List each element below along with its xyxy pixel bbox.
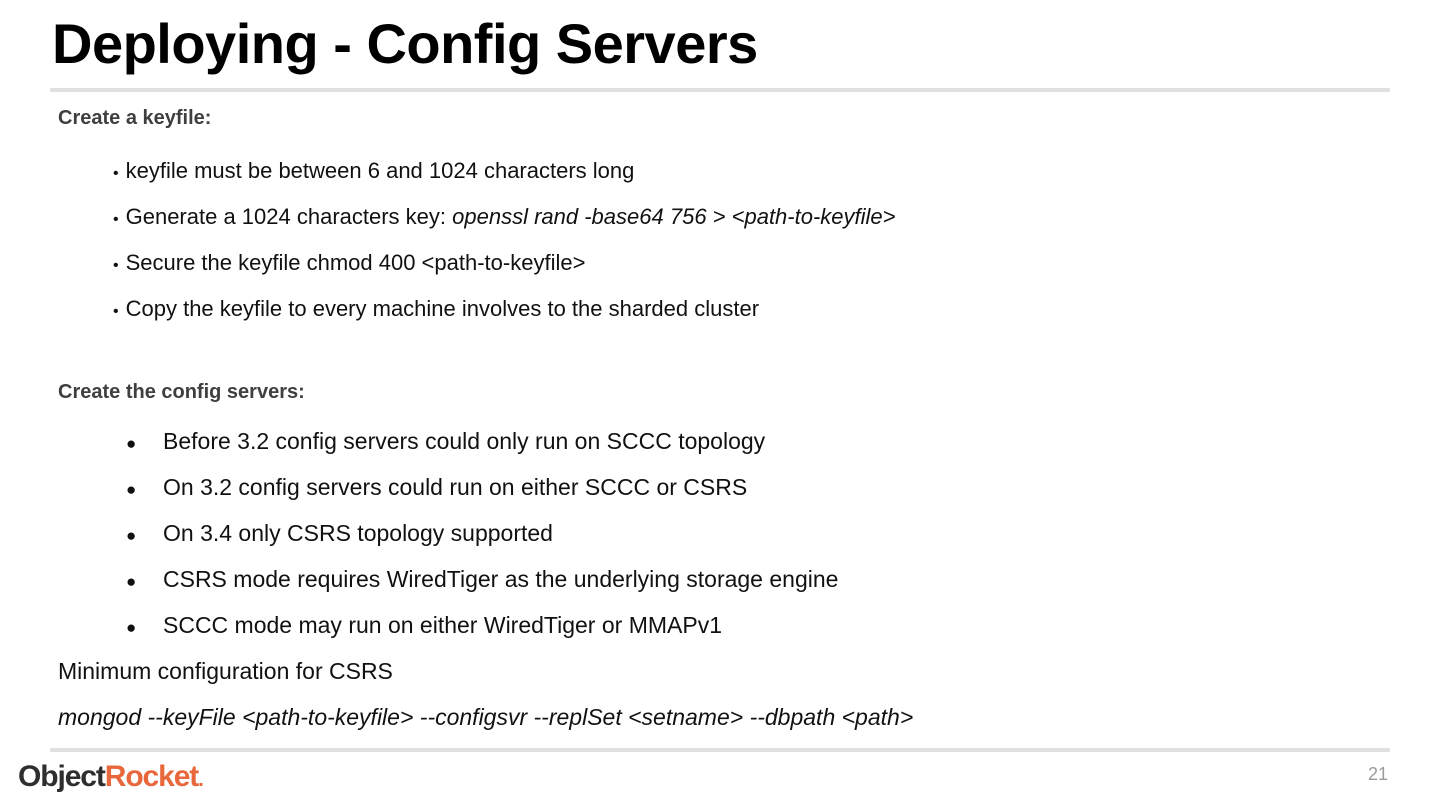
bullet-dot-icon: ● xyxy=(126,480,137,499)
section-spacer xyxy=(0,332,1440,378)
minimum-configuration-line: Minimum configuration for CSRS xyxy=(58,658,393,684)
list-item: • Copy the keyfile to every machine invo… xyxy=(0,286,1440,332)
bullet-dot-icon: ● xyxy=(126,618,137,637)
bullet-dot-icon: ● xyxy=(126,572,137,591)
section-heading-keyfile: Create a keyfile: xyxy=(58,107,212,129)
list-item-code: openssl rand -base64 756 > <path-to-keyf… xyxy=(452,204,896,229)
logo-text-object: Object xyxy=(18,760,106,793)
list-item: • keyfile must be between 6 and 1024 cha… xyxy=(0,148,1440,194)
list-item: ● On 3.2 config servers could run on eit… xyxy=(0,464,1440,510)
bullet-dot-icon: • xyxy=(113,303,119,320)
slide-content: Create a keyfile: • keyfile must be betw… xyxy=(0,104,1440,740)
list-item-text: CSRS mode requires WiredTiger as the und… xyxy=(163,566,839,592)
list-item: ● SCCC mode may run on either WiredTiger… xyxy=(0,602,1440,648)
mongod-command-line: mongod --keyFile <path-to-keyfile> --con… xyxy=(58,704,914,730)
list-item-text: Secure the keyfile chmod 400 <path-to-ke… xyxy=(125,250,586,275)
logo-dot-icon: . xyxy=(198,769,204,791)
logo-text-rocket: Rocket xyxy=(104,760,200,793)
objectrocket-logo: ObjectRocket. xyxy=(18,760,204,797)
list-item: ● Before 3.2 config servers could only r… xyxy=(0,418,1440,464)
list-item-text: Before 3.2 config servers could only run… xyxy=(163,428,766,454)
list-item-text: SCCC mode may run on either WiredTiger o… xyxy=(163,612,722,638)
list-item: ● CSRS mode requires WiredTiger as the u… xyxy=(0,556,1440,602)
section-heading-config-servers: Create the config servers: xyxy=(58,381,305,403)
list-item-text: keyfile must be between 6 and 1024 chara… xyxy=(125,158,635,183)
list-item-text: On 3.4 only CSRS topology supported xyxy=(163,520,553,546)
list-item-text: Generate a 1024 characters key: xyxy=(125,204,453,229)
title-divider xyxy=(50,88,1390,92)
page-number: 21 xyxy=(1367,764,1388,784)
bullet-dot-icon: ● xyxy=(126,434,137,453)
bullet-dot-icon: • xyxy=(113,165,119,182)
page-title: Deploying - Config Servers xyxy=(52,12,758,75)
list-item: ● On 3.4 only CSRS topology supported xyxy=(0,510,1440,556)
config-servers-bullet-list: ● Before 3.2 config servers could only r… xyxy=(0,418,1440,648)
list-item: • Generate a 1024 characters key: openss… xyxy=(0,194,1440,240)
list-item-text: Copy the keyfile to every machine involv… xyxy=(125,296,760,321)
bullet-dot-icon: • xyxy=(113,211,119,228)
list-item-text: On 3.2 config servers could run on eithe… xyxy=(163,474,748,500)
bullet-dot-icon: ● xyxy=(126,526,137,545)
keyfile-bullet-list: • keyfile must be between 6 and 1024 cha… xyxy=(0,148,1440,332)
bullet-dot-icon: • xyxy=(113,257,119,274)
footer-divider xyxy=(50,748,1390,752)
list-item: • Secure the keyfile chmod 400 <path-to-… xyxy=(0,240,1440,286)
